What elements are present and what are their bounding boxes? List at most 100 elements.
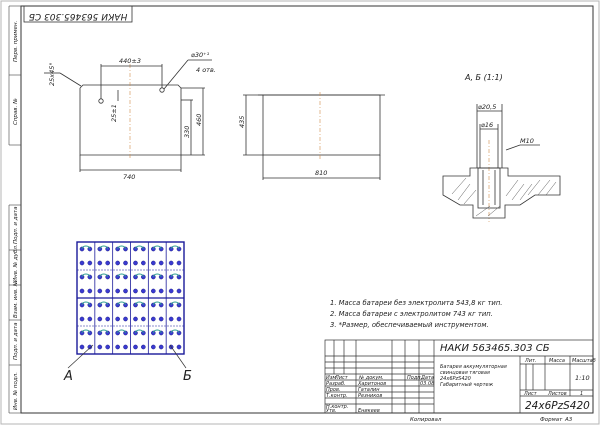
footer-copied: Копировал [410, 417, 442, 423]
mass-label: Масса [549, 358, 565, 364]
terminal-icon [115, 288, 120, 294]
role-utv: Утв. [326, 408, 337, 414]
terminal-icon [158, 316, 164, 322]
footer-format-value: А3 [564, 417, 573, 423]
cell-connector [135, 301, 144, 306]
terminal-icon [133, 316, 138, 322]
name-razrab: Харитонов [357, 381, 386, 387]
plan-label-a: А [63, 369, 73, 384]
terminal-icon [97, 316, 103, 322]
side-label-vzam-inv: Взам. инв. № [13, 280, 19, 318]
terminal-icon [176, 316, 182, 322]
terminal-icon [176, 288, 182, 294]
terminal-icon [79, 316, 85, 322]
cell-connector [170, 245, 180, 250]
terminal-icon [151, 260, 156, 266]
plan-view: А Б [63, 241, 192, 384]
terminal-icon [123, 316, 128, 322]
cell-connector [152, 301, 162, 306]
terminal-icon [115, 260, 120, 266]
terminal-icon [141, 344, 146, 350]
terminal-icon [168, 288, 174, 294]
cell-connector [152, 245, 162, 250]
front-view [44, 59, 212, 172]
terminal-icon [115, 344, 120, 350]
plan-label-b: Б [183, 369, 192, 384]
terminal-icon [133, 344, 138, 350]
cell-connector [99, 301, 109, 306]
terminal-icon [151, 344, 156, 350]
terminal-icon [115, 316, 120, 322]
side-label-podp-data-2: Подп. и дата [13, 322, 19, 360]
drawing-frame [20, 5, 594, 414]
cell-connector [170, 301, 180, 306]
front-chamfer-label: 25x45° [48, 62, 56, 86]
terminal-icon [79, 260, 85, 266]
terminal-icon [123, 344, 128, 350]
side-label-perv-primen: Перв. примен. [13, 20, 19, 62]
terminal-icon [79, 344, 85, 350]
scale-label: Масштаб [572, 358, 596, 364]
terminal-icon [87, 344, 93, 350]
name-utv: Еникеев [358, 408, 380, 414]
detail-thread-label: M10 [520, 137, 534, 145]
terminal-icon [87, 288, 93, 294]
terminal-icon [97, 344, 103, 350]
cell-connector [152, 329, 162, 334]
front-inner-height-label: 330 [183, 126, 191, 138]
terminal-icon [176, 344, 182, 350]
detail-section [442, 104, 561, 222]
side-label-podp-data-1: Подп. и дата [13, 206, 19, 244]
side-label-inv-podl: Инв. № подл. [13, 372, 19, 410]
terminal-icon [105, 288, 110, 294]
cell-connector [117, 245, 126, 250]
role-razrab: Разраб. [326, 381, 346, 387]
cell-connector [99, 329, 109, 334]
front-hole-spacing-label: 440±3 [119, 57, 141, 65]
note-3: 3. *Размер, обеспечиваемый инструментом. [330, 321, 489, 329]
lit-label: Лит. [524, 358, 537, 364]
product-code: 24x6PzS420 [525, 400, 590, 412]
col-header-izm: Изм [326, 375, 336, 381]
col-header-podp: Подп. [407, 375, 422, 381]
terminal-icon [133, 260, 138, 266]
terminal-icon [176, 260, 182, 266]
corner-designation: НАКИ 563465.303 СБ [29, 11, 128, 21]
front-hole-offset-label: 25±1 [110, 104, 118, 122]
note-2: 2. Масса батареи с электролитом 743 кг т… [330, 310, 493, 318]
desc-line-4: Габаритный чертеж [440, 382, 494, 388]
cell-connector [99, 245, 109, 250]
desc-line-1: Батарея аккумуляторная [440, 364, 507, 370]
cell-connector [117, 301, 126, 306]
notes: 1. Масса батареи без электролита 543,8 к… [330, 299, 502, 329]
cell-connector [81, 273, 91, 278]
note-1: 1. Масса батареи без электролита 543,8 к… [330, 299, 502, 307]
terminal-icon [105, 344, 110, 350]
terminal-icon [158, 288, 164, 294]
terminal-icon [141, 316, 146, 322]
terminal-icon [141, 260, 146, 266]
detail-hatching [451, 177, 557, 217]
side-strip [8, 5, 21, 414]
cell-connector [81, 245, 91, 250]
terminal-icon [158, 344, 164, 350]
role-nkontr: Н.контр. [326, 404, 348, 410]
cell-connector [117, 329, 126, 334]
side-width-label: 810 [315, 169, 327, 177]
cell-connector [170, 329, 180, 334]
detail-dia-outer-label: ⌀20,5 [478, 103, 496, 111]
terminal-icon [97, 260, 103, 266]
cell-connector [99, 273, 109, 278]
title-block [324, 339, 594, 414]
terminal-icon [168, 316, 174, 322]
cell-connector [135, 273, 144, 278]
terminal-icon [168, 260, 174, 266]
cell-connector [81, 329, 91, 334]
col-header-data: Дата [420, 375, 434, 381]
sheets-label: Листов [547, 391, 567, 397]
terminal-icon [141, 288, 146, 294]
desc-line-3: 24x6PzS420 [440, 376, 471, 382]
detail-title: А, Б (1:1) [464, 73, 503, 82]
terminal-icon [105, 316, 110, 322]
